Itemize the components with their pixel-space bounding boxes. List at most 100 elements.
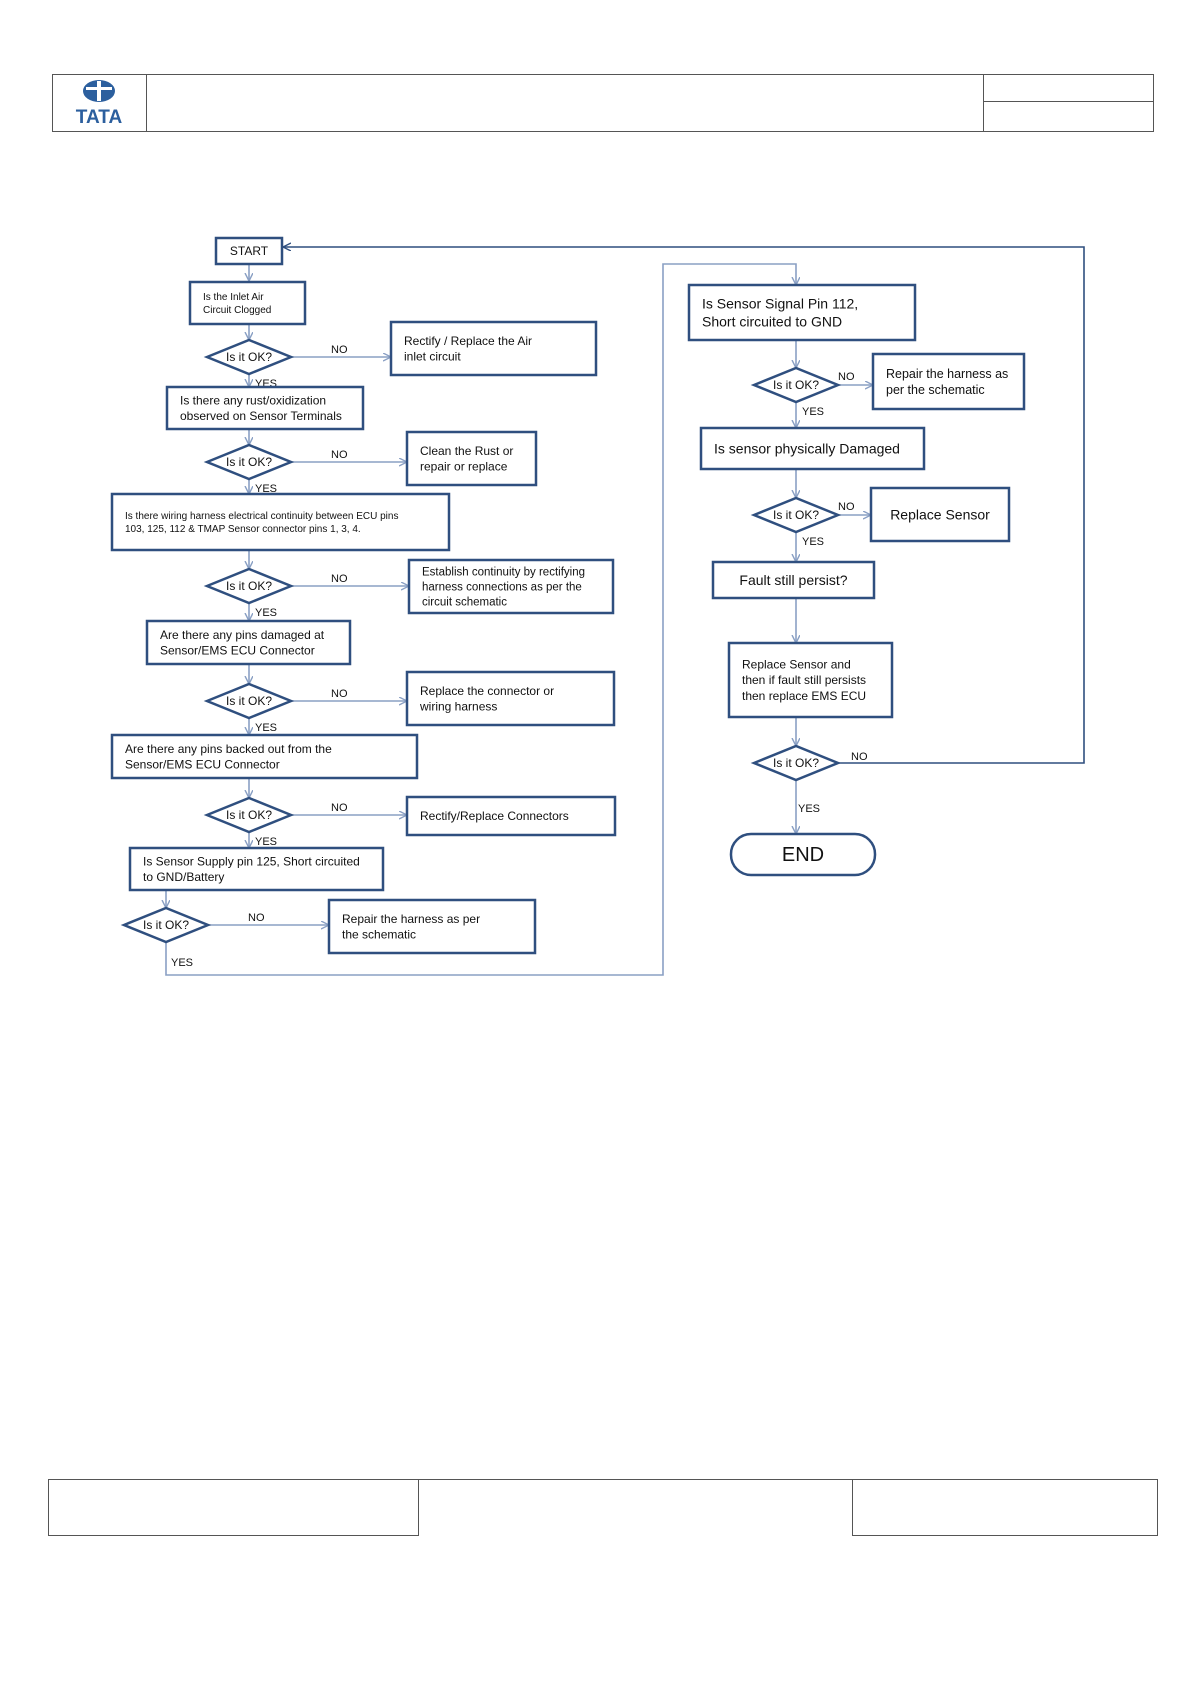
document-header: TATA [52, 74, 1154, 132]
tata-logo-cell: TATA [53, 75, 147, 131]
decision-6: Is it OK? [120, 906, 212, 944]
question-box-4-shape [145, 619, 352, 666]
fault-check-box-text: Fault still persist? [739, 572, 847, 588]
decision-6-shape [120, 906, 212, 944]
right-question-box-1: Is Sensor Signal Pin 112,Short circuited… [687, 283, 917, 342]
decision-3: Is it OK? [203, 567, 295, 605]
question-box-6-shape [128, 846, 385, 892]
action-box-5-shape [405, 795, 617, 837]
decision-5-text: Is it OK? [226, 808, 272, 822]
question-box-5-shape [110, 733, 419, 780]
no-label-6: NO [248, 912, 265, 924]
footer-left-cell [48, 1479, 419, 1536]
loop-back-to-start [283, 247, 1085, 764]
end-terminal-shape [729, 832, 877, 877]
right-decision-2-shape [750, 496, 842, 534]
action-box-3-shape [407, 558, 615, 615]
question-box-1-shape [188, 280, 307, 326]
decision-4-shape [203, 682, 295, 720]
start-terminal: START [214, 236, 284, 266]
right-question-box-2-text: Is sensor physically Damaged [714, 440, 900, 456]
decision-2-text: Is it OK? [226, 455, 272, 469]
right-decision-1: Is it OK? [750, 366, 842, 404]
tata-logo: TATA [76, 80, 123, 128]
decision-6-text: Is it OK? [143, 918, 189, 932]
decision-3-text: Is it OK? [226, 579, 272, 593]
right-action-box-2-shape [869, 486, 1011, 543]
yes-label-2: YES [255, 483, 277, 495]
right-action-box-2-text: Replace Sensor [890, 506, 990, 522]
question-box-6-text: Is Sensor Supply pin 125, Short circuite… [143, 854, 360, 884]
decision-1: Is it OK? [203, 338, 295, 376]
question-box-6: Is Sensor Supply pin 125, Short circuite… [128, 846, 385, 892]
right-decision-1-shape [750, 366, 842, 404]
fault-check-box-shape [711, 560, 876, 600]
decision-5-shape [203, 796, 295, 834]
right-decision-1-text: Is it OK? [773, 378, 819, 392]
decision-4: Is it OK? [203, 682, 295, 720]
final-no-label: NO [851, 751, 868, 763]
footer-middle-cell [418, 1479, 853, 1536]
final-action-box-shape [727, 641, 894, 719]
yes-label-5: YES [255, 836, 277, 848]
decision-2-shape [203, 443, 295, 481]
header-right-cell [983, 75, 1154, 131]
decision-4-text: Is it OK? [226, 694, 272, 708]
action-box-4-shape [405, 670, 616, 727]
decision-1-shape [203, 338, 295, 376]
right-decision-2: Is it OK? [750, 496, 842, 534]
fault-check-box: Fault still persist? [711, 560, 876, 600]
no-label-3: NO [331, 573, 348, 585]
action-box-5: Rectify/Replace Connectors [405, 795, 617, 837]
right-yes-label-2: YES [802, 536, 824, 548]
no-label-5: NO [331, 802, 348, 814]
no-label-1: NO [331, 344, 348, 356]
action-box-6-shape [327, 898, 537, 955]
right-question-box-2: Is sensor physically Damaged [699, 426, 926, 471]
end-terminal: END [729, 832, 877, 877]
no-label-4: NO [331, 688, 348, 700]
route-to-right-column [165, 263, 796, 976]
question-box-3-shape [110, 492, 451, 552]
right-action-box-2: Replace Sensor [869, 486, 1011, 543]
action-box-5-text: Rectify/Replace Connectors [420, 809, 569, 823]
final-decision-text: Is it OK? [773, 756, 819, 770]
right-no-label-2: NO [838, 501, 855, 513]
final-decision: Is it OK? [750, 744, 842, 782]
right-question-box-1-shape [687, 283, 917, 342]
decision-1-text: Is it OK? [226, 350, 272, 364]
tata-logo-text: TATA [76, 107, 123, 128]
decision-3-shape [203, 567, 295, 605]
end-terminal-text: END [782, 844, 824, 866]
right-decision-2-text: Is it OK? [773, 508, 819, 522]
decision-5: Is it OK? [203, 796, 295, 834]
action-box-1-shape [389, 320, 598, 377]
right-yes-label-1: YES [802, 406, 824, 418]
yes-label-6: YES [171, 957, 193, 969]
question-box-2-shape [165, 385, 365, 431]
right-question-box-2-shape [699, 426, 926, 471]
question-box-3-text: Is there wiring harness electrical conti… [125, 511, 398, 535]
right-no-label-1: NO [838, 371, 855, 383]
right-question-box-1-text: Is Sensor Signal Pin 112,Short circuited… [702, 295, 858, 329]
final-decision-shape [750, 744, 842, 782]
footer-right-cell [852, 1479, 1158, 1536]
right-action-box-1-shape [871, 352, 1026, 411]
